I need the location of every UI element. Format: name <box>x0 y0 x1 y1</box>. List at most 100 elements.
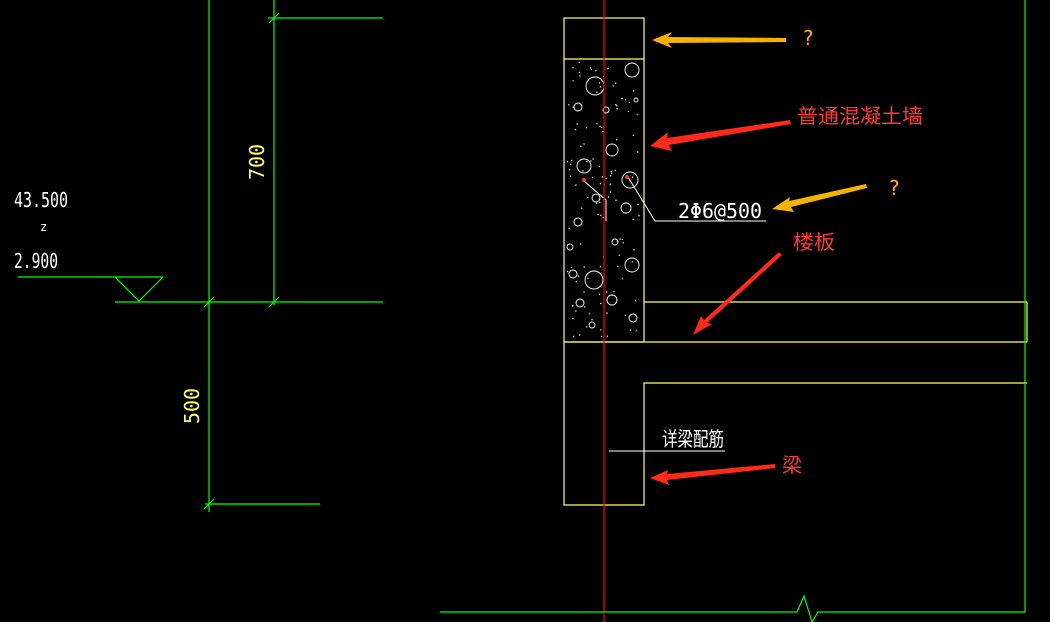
hatch-dot <box>601 126 603 129</box>
hatch-dot <box>601 176 604 178</box>
arrow-question-rebar-icon <box>772 184 867 212</box>
hatch-dot <box>616 105 618 107</box>
hatch-dot <box>607 196 610 198</box>
hatch-dot <box>632 90 635 92</box>
hatch-circle <box>573 217 583 227</box>
hatch-dot <box>607 68 609 70</box>
hatch-circle <box>624 62 640 78</box>
hatch-dot <box>596 202 598 204</box>
hatch-dot <box>596 123 598 125</box>
hatch-dot <box>578 61 580 63</box>
hatch-dot <box>619 238 621 240</box>
hatch-dot <box>631 261 633 263</box>
concrete-hatch <box>566 62 640 329</box>
hatch-circle <box>606 294 618 306</box>
hatch-dot <box>599 201 601 203</box>
hatch-dot <box>635 330 638 332</box>
hatch-dot <box>568 169 571 171</box>
hatch-dot <box>570 163 572 165</box>
hatch-dot <box>606 312 608 314</box>
hatch-dot <box>633 249 635 251</box>
hatch-dot <box>613 291 615 293</box>
hatch-dot <box>615 302 617 304</box>
hatch-dot <box>606 335 608 337</box>
hatch-circle <box>566 243 574 251</box>
hatch-dot <box>587 196 589 198</box>
dimension-700: 700 <box>245 144 269 180</box>
hatch-dot <box>598 165 601 168</box>
hatch-dot <box>588 312 591 315</box>
hatch-dot <box>615 199 617 201</box>
rebar-label: 2Φ6@500 <box>678 199 762 223</box>
hatch-dot <box>602 130 604 133</box>
dimension-texts: 700 500 <box>180 144 269 424</box>
arrow-wall-icon <box>650 120 791 151</box>
hatch-dot <box>632 134 634 136</box>
hatch-dot <box>637 113 639 116</box>
hatch-dot <box>624 314 626 317</box>
rebar-hook-left <box>583 180 607 221</box>
hatch-dot <box>627 110 630 113</box>
hatch-dot <box>609 183 611 185</box>
hatch-dot <box>616 240 619 242</box>
hatch-circle <box>588 321 596 329</box>
hatch-dot <box>605 178 607 180</box>
hatch-dot <box>574 128 577 131</box>
hatch-dot <box>579 75 581 77</box>
hatch-circle <box>621 171 639 189</box>
arrow-beam-icon <box>650 464 775 485</box>
hatch-dot <box>575 310 577 312</box>
hatch-dot <box>634 299 637 301</box>
hatch-dot <box>572 305 574 307</box>
hatch-dot <box>585 126 588 129</box>
beam-note: 详梁配筋 <box>662 427 724 451</box>
annotation-arrows <box>650 32 867 485</box>
hatch-dot <box>600 214 602 216</box>
elevation-triangle-icon <box>114 276 164 302</box>
hatch-dot <box>568 227 570 229</box>
hatch-dot <box>596 91 598 93</box>
dimension-lines <box>18 0 383 512</box>
hatch-circle <box>585 76 605 96</box>
annotation-question-rebar: ? <box>889 176 900 200</box>
hatch-dot <box>600 329 602 331</box>
elevation-value-top: 43.500 <box>14 188 68 212</box>
hatch-circle <box>575 298 585 308</box>
hatch-dot <box>600 335 603 338</box>
hatch-dot <box>610 170 612 173</box>
hatch-dot <box>628 101 631 104</box>
rebar-leader <box>627 176 766 222</box>
hatch-dot <box>612 85 614 87</box>
hatch-dot <box>621 278 624 280</box>
hatch-dot <box>622 242 624 244</box>
hatch-dot <box>566 270 569 273</box>
hatch-dot <box>609 191 612 193</box>
hatch-circle <box>605 143 619 157</box>
hatch-dot <box>579 243 582 245</box>
hatch-dot <box>575 184 577 186</box>
rebar-hooks <box>583 176 766 222</box>
hatch-dot <box>614 169 616 172</box>
hatch-dot <box>572 67 574 69</box>
hatch-dot <box>570 266 573 269</box>
hatch-dot <box>629 329 632 331</box>
hatch-dot <box>581 207 583 209</box>
hatch-dot <box>597 213 599 216</box>
elevation-value-bottom: 2.900 <box>14 249 58 273</box>
hatch-dot <box>568 104 570 106</box>
hatch-dot <box>591 176 594 179</box>
hatch-dot <box>632 218 634 221</box>
hatch-dot <box>587 277 589 280</box>
hatch-dot <box>599 266 602 268</box>
hatch-dot <box>572 106 574 108</box>
border-lines <box>440 0 1026 622</box>
hatch-dot <box>572 80 574 82</box>
hatch-dot <box>610 172 613 174</box>
hatch-dot <box>576 123 578 125</box>
hatch-dot <box>572 317 574 320</box>
hatch-circle <box>611 238 619 246</box>
hatch-dot <box>598 198 601 200</box>
rebar-dot <box>625 175 629 179</box>
hatch-dot <box>606 291 608 293</box>
hatch-circle <box>624 257 640 273</box>
